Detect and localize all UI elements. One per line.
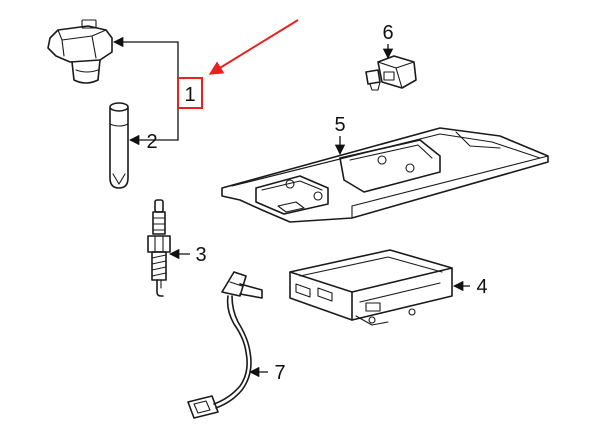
callout-1: 1 <box>184 84 195 106</box>
callout-5: 5 <box>334 114 345 136</box>
leader-lines <box>112 36 470 378</box>
callout-3: 3 <box>195 244 206 266</box>
control-module-icon <box>289 249 453 326</box>
sensor-plug-icon <box>365 55 417 91</box>
callout-2: 2 <box>146 131 157 153</box>
ignition-coil-icon <box>47 19 113 84</box>
highlight-arrow <box>208 19 299 75</box>
leader-1-tube <box>128 96 179 146</box>
spark-plug-icon <box>147 199 171 297</box>
mounting-plate-icon <box>221 127 549 223</box>
sensor-harness-icon <box>187 271 263 419</box>
callout-7: 7 <box>274 362 285 384</box>
coil-boot-tube-icon <box>109 102 129 189</box>
callout-6: 6 <box>382 22 393 44</box>
leader-1-coil <box>112 36 179 96</box>
callout-4: 4 <box>476 276 487 298</box>
callout-1-highlight-box <box>177 77 203 109</box>
